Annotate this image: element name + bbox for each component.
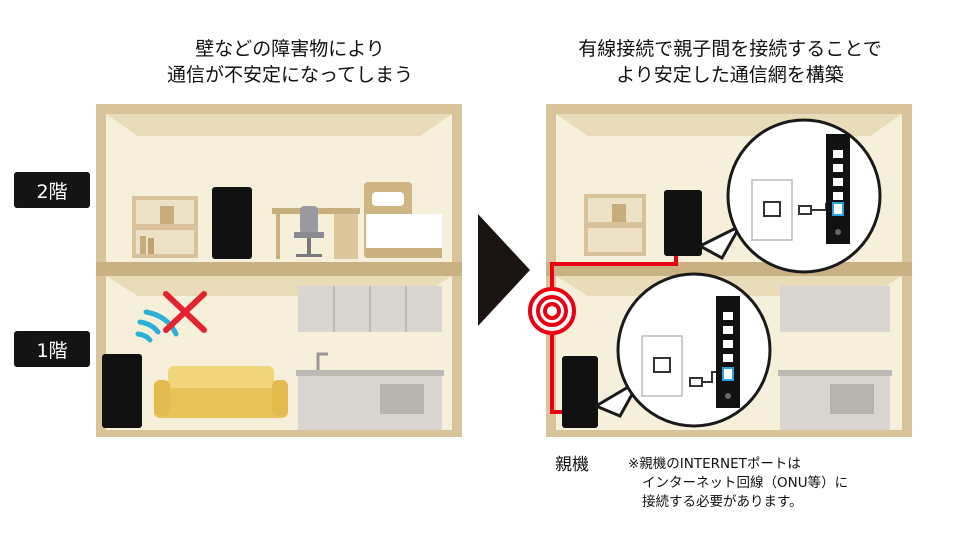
kitchen xyxy=(296,286,444,430)
right-house xyxy=(528,104,912,437)
parent-device-label: 親機 xyxy=(555,455,589,475)
left-caption-line2: 通信が不安定になってしまう xyxy=(166,64,414,86)
left-house xyxy=(96,104,462,437)
wifi-signal-icon xyxy=(135,309,179,343)
child-device xyxy=(664,190,702,256)
sofa xyxy=(154,366,288,418)
footnote: ※親機のINTERNETポートは インターネット回線（ONU等）に 接続する必要… xyxy=(628,455,848,512)
bookshelf-right xyxy=(584,194,646,256)
lan-cable xyxy=(550,254,678,414)
right-caption: 有線接続で親子間を接続することで より安定した通信網を構築 xyxy=(560,36,900,88)
right-caption-line2: より安定した通信網を構築 xyxy=(616,64,844,86)
floor-label-2f: 2階 xyxy=(14,172,90,208)
floor-label-1f: 1階 xyxy=(14,331,90,367)
zoom-bubble-1f xyxy=(592,272,772,428)
footnote-line2: インターネット回線（ONU等）に xyxy=(642,475,849,491)
connection-ok-icon xyxy=(528,287,576,335)
extender-device-2f xyxy=(212,187,252,259)
parent-device xyxy=(562,356,598,428)
desk-and-chair xyxy=(272,206,360,259)
right-caption-line1: 有線接続で親子間を接続することで xyxy=(578,38,882,60)
footnote-line1: ※親機のINTERNETポートは xyxy=(628,456,801,472)
bookshelf xyxy=(132,196,198,258)
arrow-right-icon xyxy=(478,214,530,326)
zoom-bubble-2f xyxy=(696,118,882,274)
bed xyxy=(364,182,442,258)
left-caption-line1: 壁などの障害物により xyxy=(195,38,385,60)
kitchen-right xyxy=(778,286,892,430)
blocked-x-icon xyxy=(163,291,207,333)
footnote-line3: 接続する必要があります。 xyxy=(642,494,803,510)
router-device-1f xyxy=(102,354,142,428)
left-caption: 壁などの障害物により 通信が不安定になってしまう xyxy=(130,36,450,88)
